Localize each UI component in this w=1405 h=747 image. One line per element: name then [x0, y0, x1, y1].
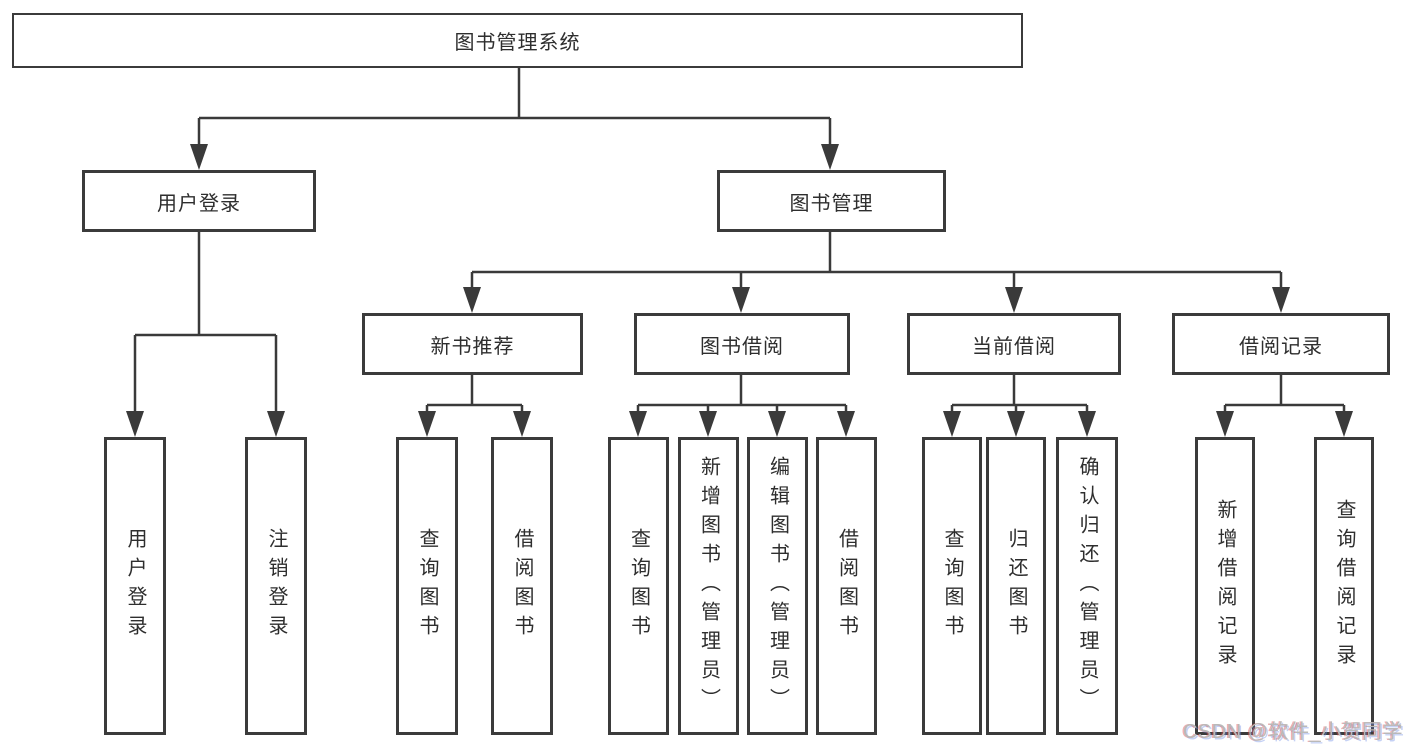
connector-current-borrowing [950, 375, 1089, 414]
node-root-label: 图书管理系统 [454, 32, 581, 54]
node-user-login: 用户登录 [82, 170, 316, 232]
node-current-borrowing-label: 当前借阅 [972, 335, 1056, 358]
leaf-user-login-label: 用户登录 [124, 528, 146, 644]
node-book-management: 图书管理 [717, 170, 946, 232]
leaf-edit-books-admin-label: 编辑图书（管理员） [766, 455, 789, 717]
arrow-leaf-borrow-books-recommend [513, 411, 531, 437]
arrow-book-borrowing [732, 287, 750, 313]
arrow-new-book-recommendation [463, 287, 481, 313]
arrow-user-login [190, 144, 208, 170]
node-root: 图书管理系统 [12, 13, 1023, 68]
leaf-add-borrow-record-label: 新增借阅记录 [1214, 499, 1236, 673]
arrowheads [126, 144, 1353, 437]
arrow-leaf-borrow-books [837, 411, 855, 437]
arrow-current-borrowing [1005, 287, 1023, 313]
node-current-borrowing: 当前借阅 [907, 313, 1121, 375]
arrow-leaf-query-books-recommend [418, 411, 436, 437]
arrow-leaf-add-books [699, 411, 717, 437]
arrow-leaf-user-login [126, 411, 144, 437]
arrow-leaf-query-books-current [943, 411, 961, 437]
leaf-edit-books-admin: 编辑图书（管理员） [747, 437, 808, 735]
node-borrowing-records: 借阅记录 [1172, 313, 1390, 375]
connector-user-login [133, 232, 278, 414]
arrow-leaf-logout [267, 411, 285, 437]
leaf-query-books-borrowing: 查询图书 [608, 437, 669, 735]
node-user-login-label: 用户登录 [157, 192, 241, 215]
leaf-add-borrow-record: 新增借阅记录 [1195, 437, 1255, 735]
connector-book-management [470, 232, 1283, 290]
leaf-query-books-recommend: 查询图书 [396, 437, 458, 735]
leaf-user-login: 用户登录 [104, 437, 166, 735]
node-new-book-recommendation: 新书推荐 [362, 313, 583, 375]
leaf-query-books-recommend-label: 查询图书 [416, 528, 438, 644]
leaf-logout-login-label: 注销登录 [265, 528, 287, 644]
leaf-borrow-books-recommend-label: 借阅图书 [511, 528, 533, 644]
connector-borrowing-records [1223, 375, 1346, 414]
arrow-leaf-edit-books [768, 411, 786, 437]
leaf-add-books-admin-label: 新增图书（管理员） [697, 455, 720, 717]
leaf-query-borrow-record-label: 查询借阅记录 [1333, 499, 1355, 673]
leaf-borrow-books-label: 借阅图书 [835, 528, 858, 644]
leaf-return-books-label: 归还图书 [1005, 528, 1027, 644]
leaf-query-books-borrowing-label: 查询图书 [627, 528, 650, 644]
node-new-book-recommendation-label: 新书推荐 [430, 335, 515, 358]
arrow-leaf-query-borrow-record [1335, 411, 1353, 437]
arrow-leaf-return-books [1007, 411, 1025, 437]
arrow-leaf-add-borrow-record [1216, 411, 1234, 437]
node-book-borrowing-label: 图书借阅 [700, 335, 784, 358]
connector-root [197, 68, 832, 148]
leaf-borrow-books: 借阅图书 [816, 437, 877, 735]
leaf-add-books-admin: 新增图书（管理员） [678, 437, 739, 735]
leaf-return-books: 归还图书 [986, 437, 1046, 735]
connector-new-book-recommendation [425, 375, 524, 414]
node-book-management-label: 图书管理 [789, 192, 874, 215]
arrow-leaf-confirm-return [1078, 411, 1096, 437]
connector-book-borrowing [636, 375, 848, 414]
leaf-query-borrow-record: 查询借阅记录 [1314, 437, 1374, 735]
leaf-confirm-return-admin-label: 确认归还（管理员） [1076, 455, 1098, 717]
arrow-book-management [821, 144, 839, 170]
node-borrowing-records-label: 借阅记录 [1239, 335, 1323, 358]
node-book-borrowing: 图书借阅 [634, 313, 850, 375]
arrow-leaf-query-books-borrowing [629, 411, 647, 437]
leaf-query-books-current-label: 查询图书 [941, 528, 963, 644]
leaf-confirm-return-admin: 确认归还（管理员） [1056, 437, 1118, 735]
leaf-borrow-books-recommend: 借阅图书 [491, 437, 553, 735]
leaf-logout-login: 注销登录 [245, 437, 307, 735]
leaf-query-books-current: 查询图书 [922, 437, 982, 735]
arrow-borrowing-records [1272, 287, 1290, 313]
csdn-watermark: CSDN @软件_小贺同学 [1183, 721, 1404, 743]
